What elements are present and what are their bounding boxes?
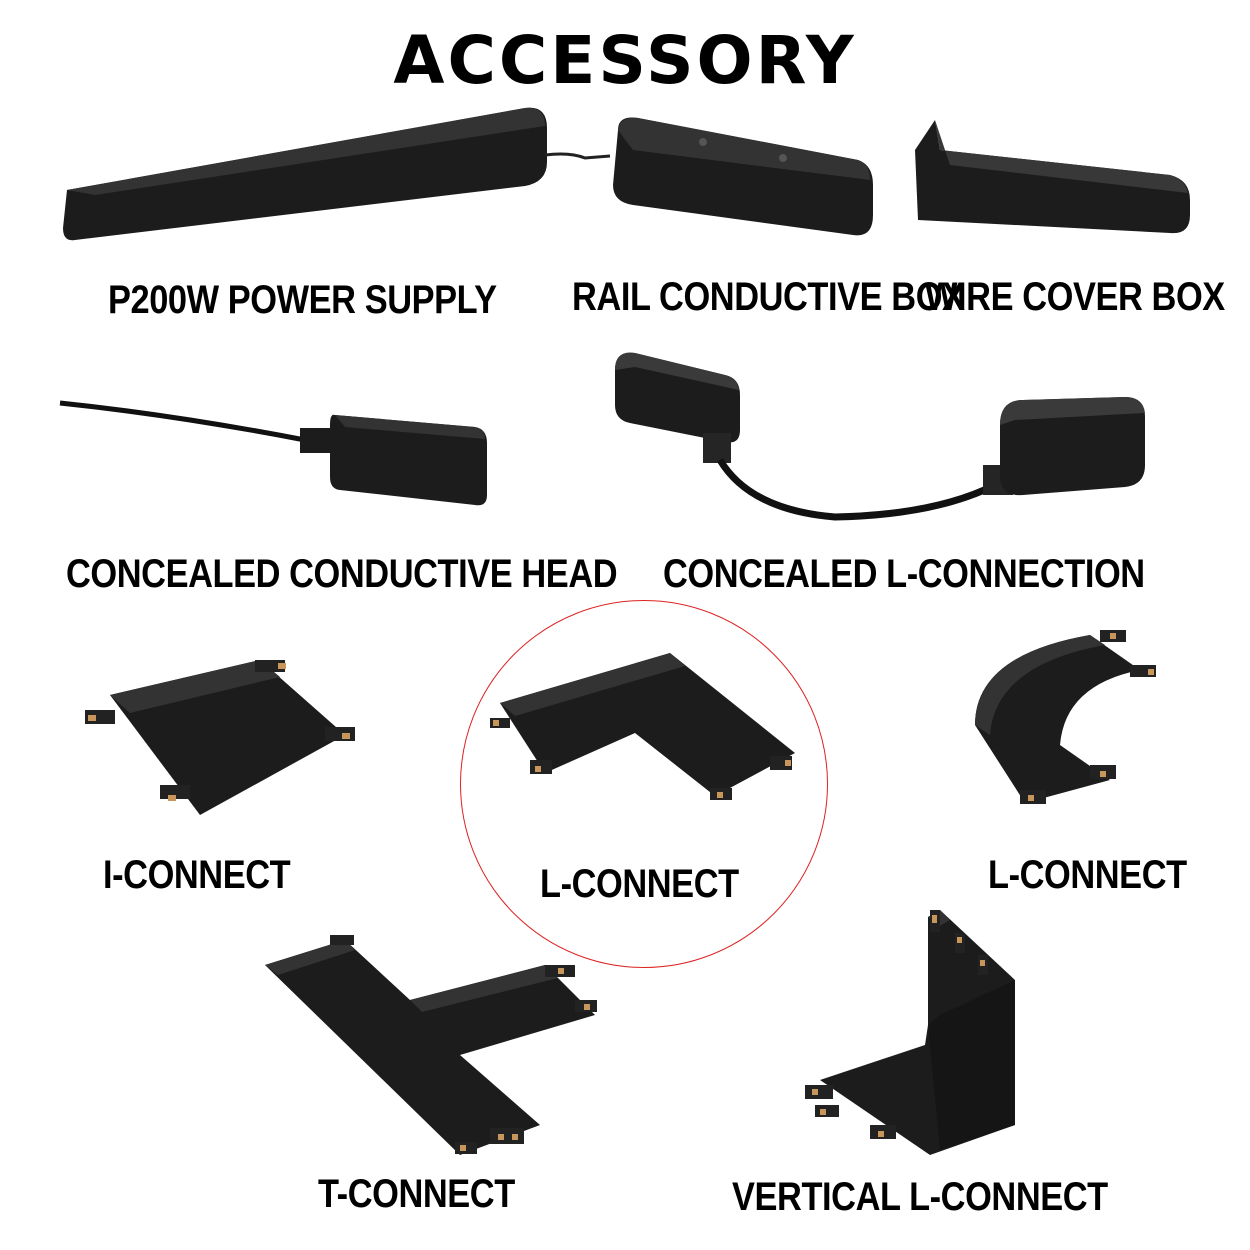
- rail-conductive-box-image: [613, 117, 873, 236]
- highlight-circle: [460, 600, 828, 968]
- l-connect-label: L-CONNECT: [540, 862, 739, 906]
- t-connect-label: T-CONNECT: [318, 1172, 515, 1216]
- concealed-head-image: [59, 400, 487, 506]
- l-connect-curved-image: [975, 630, 1156, 804]
- rail-box-label: RAIL CONDUCTIVE BOX: [572, 275, 965, 319]
- concealed-l-label: CONCEALED L-CONNECTION: [663, 552, 1145, 596]
- vertical-l-connect-image: [805, 910, 1015, 1155]
- t-connect-image: [265, 935, 597, 1155]
- concealed-l-connection-image: [615, 352, 1145, 521]
- power-supply-image: [63, 107, 611, 241]
- page-title: ACCESSORY: [393, 22, 857, 99]
- i-connect-label: I-CONNECT: [103, 853, 291, 897]
- power-supply-label: P200W POWER SUPPLY: [108, 278, 497, 322]
- wire-cover-box-image: [915, 120, 1190, 234]
- vertical-l-label: VERTICAL L-CONNECT: [732, 1175, 1108, 1219]
- wire-cover-label: WIRE COVER BOX: [925, 275, 1225, 319]
- i-connect-image: [85, 660, 355, 815]
- l-connect-curved-label: L-CONNECT: [988, 853, 1187, 897]
- concealed-head-label: CONCEALED CONDUCTIVE HEAD: [66, 552, 618, 596]
